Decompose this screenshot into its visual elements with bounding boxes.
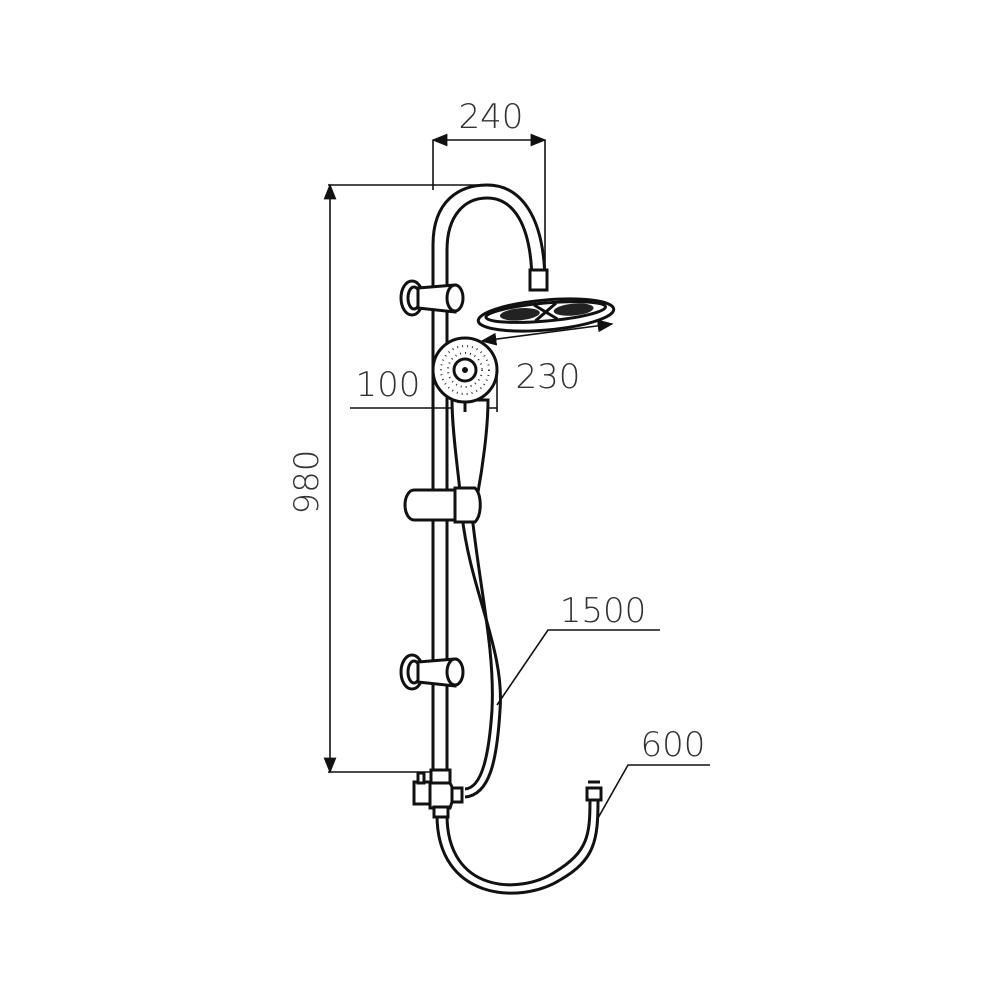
wall-bracket-top: [399, 279, 465, 317]
wall-bracket-bottom: [399, 653, 465, 691]
leader-600: [597, 764, 710, 819]
diverter-valve: [412, 768, 464, 819]
overhead-shower: [476, 297, 616, 333]
slide-bar-holder: [403, 486, 482, 524]
hand-shower: [431, 336, 499, 494]
dimension-230: [480, 319, 614, 346]
label-600: 600: [641, 725, 706, 765]
riser-rail: [431, 183, 549, 770]
label-230: 230: [516, 357, 581, 397]
label-980: 980: [287, 450, 327, 515]
dimension-240: [431, 133, 547, 285]
label-240: 240: [459, 97, 524, 137]
leader-1500: [496, 629, 660, 706]
supply-hose: [435, 780, 603, 895]
label-100: 100: [356, 365, 421, 405]
label-1500: 1500: [560, 591, 647, 631]
hand-hose: [460, 514, 502, 799]
dimension-980: [323, 183, 487, 774]
